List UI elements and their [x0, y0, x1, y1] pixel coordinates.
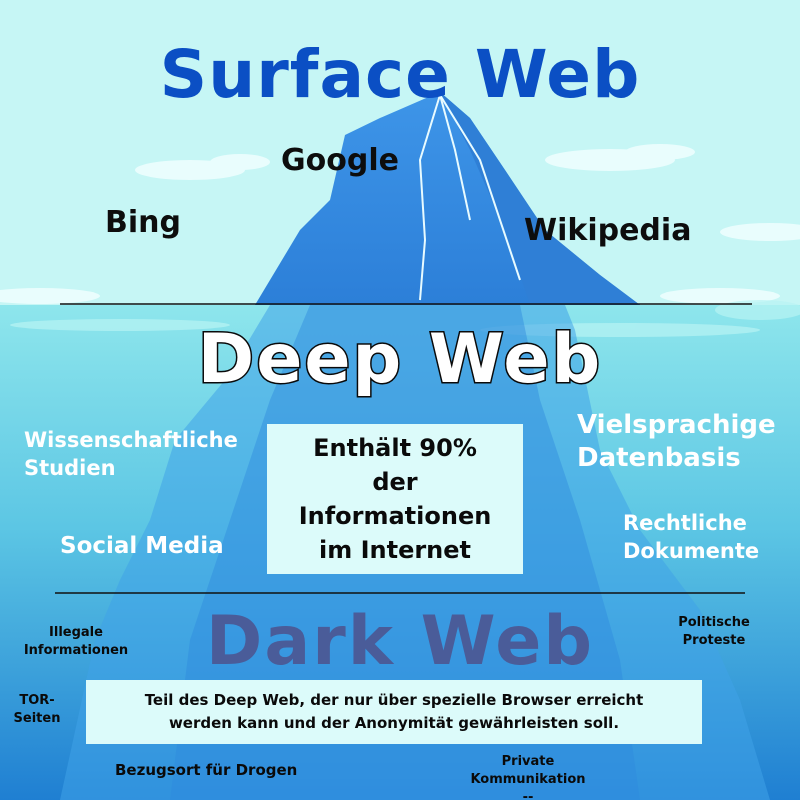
- label-vielsprachige-datenbasis: Vielsprachige Datenbasis: [577, 410, 776, 473]
- dark-web-info-box: Teil des Deep Web, der nur über speziell…: [86, 680, 702, 744]
- label-google: Google: [281, 143, 399, 178]
- label-politische-proteste: Politische Proteste: [678, 615, 750, 648]
- label-bing: Bing: [105, 205, 181, 240]
- dark-web-info-text: Teil des Deep Web, der nur über speziell…: [144, 691, 644, 732]
- label-wikipedia: Wikipedia: [524, 213, 692, 248]
- label-illegale-informationen: Illegale Informationen: [23, 625, 129, 658]
- clouds: [0, 144, 800, 304]
- iceberg-ridges: [418, 94, 521, 301]
- deep-web-title: Deep Web: [196, 319, 603, 401]
- label-bezugsort-fuer-drogen: Bezugsort für Drogen: [115, 761, 298, 779]
- iceberg-shadow: [440, 92, 640, 305]
- label-social-media: Social Media: [60, 533, 224, 559]
- dark-web-title: Dark Web: [205, 602, 595, 681]
- label-tor-seiten: TOR- Seiten: [13, 693, 61, 726]
- deep-web-info-text: Enthält 90% der Informationen im Interne…: [298, 434, 492, 564]
- deep-web-info-box: Enthält 90% der Informationen im Interne…: [267, 424, 523, 574]
- label-private-kommunikation: Private Kommunikation --: [470, 754, 586, 800]
- surface-web-title: Surface Web: [159, 36, 641, 113]
- label-rechtliche-dokumente: Rechtliche Dokumente: [623, 511, 760, 563]
- label-wissenschaftliche-studien: Wissenschaftliche Studien: [24, 428, 238, 480]
